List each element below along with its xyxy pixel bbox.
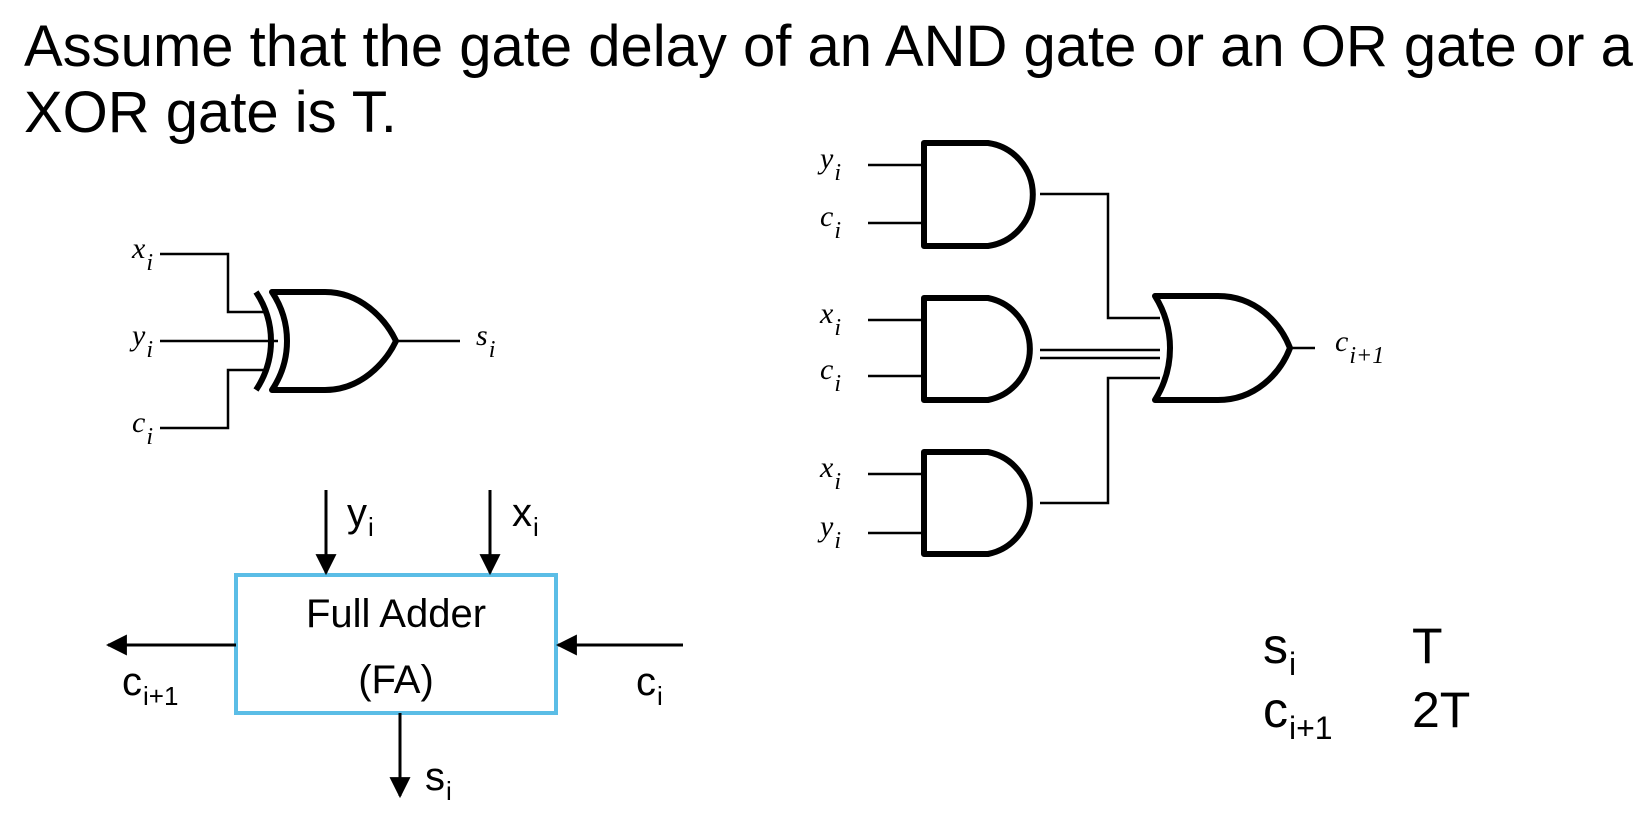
delay-row-carry-value: 2T [1412,682,1470,738]
and3-input-y-label: yi [817,510,841,554]
delay-table: si T ci+1 2T [1263,618,1470,746]
xor-input-c-label: ci [132,406,153,450]
question-line-2: XOR gate is T. [24,80,397,145]
xor-output-s-label: si [476,319,495,363]
and2-input-c-label: ci [820,353,841,397]
xor-input-y-label: yi [129,319,153,363]
and3-input-x-label: xi [819,451,841,495]
or-output-c-label: ci+1 [1335,325,1384,369]
fa-x-label: xi [512,491,539,542]
xor-sum-circuit: xi yi ci si [129,232,495,450]
delay-row-sum-output: si [1263,618,1296,682]
question-text: Assume that the gate delay of an AND gat… [24,14,1634,146]
fa-carry-out-label: ci+1 [122,660,178,711]
carry-circuit: yi ci xi ci xi yi ci+1 [817,140,1384,557]
delay-row-sum-value: T [1412,618,1443,674]
xor-wire-c [160,368,268,430]
full-adder-abbrev: (FA) [358,658,434,702]
xor-gate [269,289,399,393]
or-gate [1152,293,1293,403]
fa-carry-in-label: ci [636,660,663,711]
and2-input-x-label: xi [819,297,841,341]
fa-y-label: yi [347,491,374,542]
and-gate-3 [921,449,1033,557]
full-adder-label: Full Adder [306,592,486,636]
full-adder-block: Full Adder (FA) yi xi ci ci+1 si [105,490,683,806]
and-gate-1 [921,140,1036,249]
and3-to-or-wire [1040,376,1160,505]
xor-wire-x [160,252,268,314]
and1-input-c-label: ci [820,200,841,244]
and1-input-y-label: yi [817,142,841,186]
question-line-1: Assume that the gate delay of an AND gat… [24,14,1633,79]
fa-sum-label: si [425,755,452,806]
and1-to-or-wire [1040,192,1160,320]
delay-row-carry-output: ci+1 [1263,682,1333,746]
xor-gate-extra-curve [253,290,274,392]
and-gate-2 [921,295,1033,403]
xor-input-x-label: xi [131,232,153,276]
